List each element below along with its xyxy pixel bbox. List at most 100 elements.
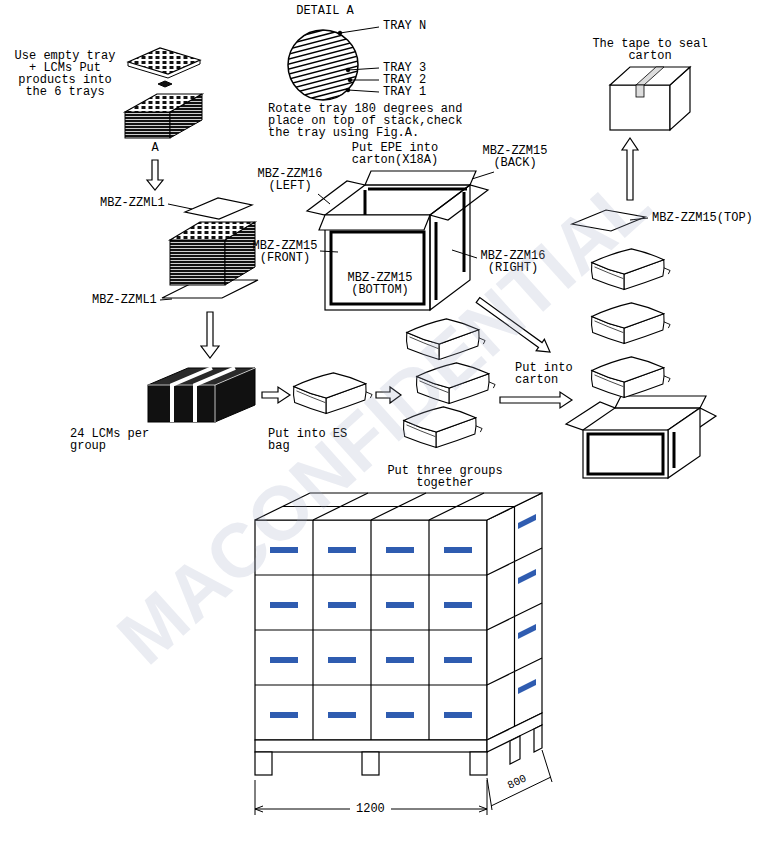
lcm-group — [148, 368, 255, 422]
sealed-carton — [610, 67, 690, 85]
es-bag — [592, 303, 671, 344]
leader-line — [160, 204, 192, 300]
dimension-line — [255, 750, 552, 815]
open-carton — [319, 215, 430, 230]
leader-line — [340, 27, 379, 33]
leader-line — [348, 90, 379, 92]
sealed-carton — [610, 67, 690, 130]
tray-stack — [185, 198, 252, 219]
open-carton — [331, 232, 424, 304]
step-note: Use empty tray + LCMs Put products into … — [10, 50, 120, 98]
leader-line — [346, 88, 350, 92]
part-label: MBZ-ZZM15(TOP) — [652, 212, 760, 224]
step-note: Put three groups together — [385, 465, 505, 489]
lcm-group — [148, 385, 215, 422]
carton-label — [518, 514, 536, 529]
leader-line — [318, 172, 494, 258]
carton-label — [270, 712, 298, 718]
dimension-line — [487, 750, 552, 810]
carton-label — [270, 602, 298, 608]
empty-tray — [128, 48, 200, 74]
pallet-load — [470, 752, 487, 775]
part-label: MBZ-ZZM15 (FRONT) — [250, 240, 320, 264]
step-note: 24 LCMs per group — [70, 428, 155, 452]
part-label: MBZ-ZZM15 (BACK) — [480, 145, 550, 169]
pallet-load — [255, 740, 487, 752]
carton-label — [270, 514, 536, 718]
detail-title: DETAIL A — [290, 5, 360, 17]
leader-line — [320, 251, 338, 252]
sealed-carton — [610, 85, 670, 130]
leader-line — [350, 80, 379, 81]
tray-callout: TRAY 2 — [383, 74, 443, 86]
open-carton — [365, 171, 476, 185]
tray-callout: TRAY 1 — [383, 86, 443, 98]
leader-line — [338, 31, 342, 35]
carton-label — [270, 657, 298, 663]
part-label: MBZ-ZZML1 — [92, 294, 160, 306]
tray-stack — [125, 94, 202, 112]
open-carton — [307, 181, 365, 215]
process-arrow — [147, 160, 163, 190]
tray-callout: TRAY 3 — [383, 62, 443, 74]
step-note: The tape to seal carton — [590, 38, 710, 62]
dimension-label: 1200 — [356, 803, 388, 815]
dimension-line — [255, 780, 487, 815]
open-carton — [673, 432, 676, 468]
part-label: MBZ-ZZM15 (BOTTOM) — [345, 272, 415, 296]
sealed-carton — [636, 85, 644, 97]
detail-reference: A — [148, 142, 162, 154]
leader-line — [452, 250, 477, 258]
pallet-load — [255, 752, 272, 775]
pallet-load — [510, 736, 520, 764]
leader-line — [168, 204, 192, 209]
carton-label — [386, 547, 414, 553]
carton-label — [444, 712, 472, 718]
tray-stack — [170, 240, 225, 285]
leader-line — [160, 299, 172, 300]
carton-label — [328, 602, 356, 608]
carton-label — [386, 657, 414, 663]
carton-label — [444, 602, 472, 608]
open-carton — [615, 396, 706, 408]
carton-label — [518, 624, 536, 639]
carton-label — [328, 657, 356, 663]
carton-label — [518, 679, 536, 694]
open-carton — [615, 407, 700, 408]
part-label: MBZ-ZZM16 (LEFT) — [255, 168, 325, 192]
carton-label — [328, 547, 356, 553]
part-label: MBZ-ZZML1 — [100, 197, 168, 209]
process-arrow — [262, 387, 290, 403]
detail-circle — [288, 30, 358, 100]
pallet-load — [362, 752, 379, 775]
leader-line — [472, 172, 494, 179]
open-carton — [668, 408, 700, 478]
empty-tray — [158, 81, 172, 87]
tray-stack — [125, 94, 202, 138]
carton-label — [386, 602, 414, 608]
lcm-group — [172, 368, 235, 422]
pallet-load — [487, 493, 542, 740]
leader-line — [338, 27, 379, 92]
carton-label — [444, 547, 472, 553]
tray-callout: TRAY N — [383, 20, 443, 32]
lcm-group — [148, 368, 255, 422]
leader-line — [318, 194, 330, 204]
tray-stack — [125, 112, 170, 138]
step-note: Put into carton — [515, 362, 577, 386]
open-carton — [307, 171, 488, 310]
carton-label — [444, 657, 472, 663]
empty-tray — [128, 48, 200, 87]
open-carton — [365, 184, 470, 185]
open-carton — [583, 430, 668, 478]
carton-label — [386, 712, 414, 718]
open-carton — [566, 402, 615, 430]
open-carton — [588, 434, 663, 474]
leader-line — [346, 68, 350, 72]
step-note: Rotate tray 180 degrees and place on top… — [268, 103, 468, 139]
leader-line — [348, 68, 379, 70]
watermark: MACONFIDENTIAL — [103, 161, 665, 678]
carton-label — [518, 569, 536, 584]
